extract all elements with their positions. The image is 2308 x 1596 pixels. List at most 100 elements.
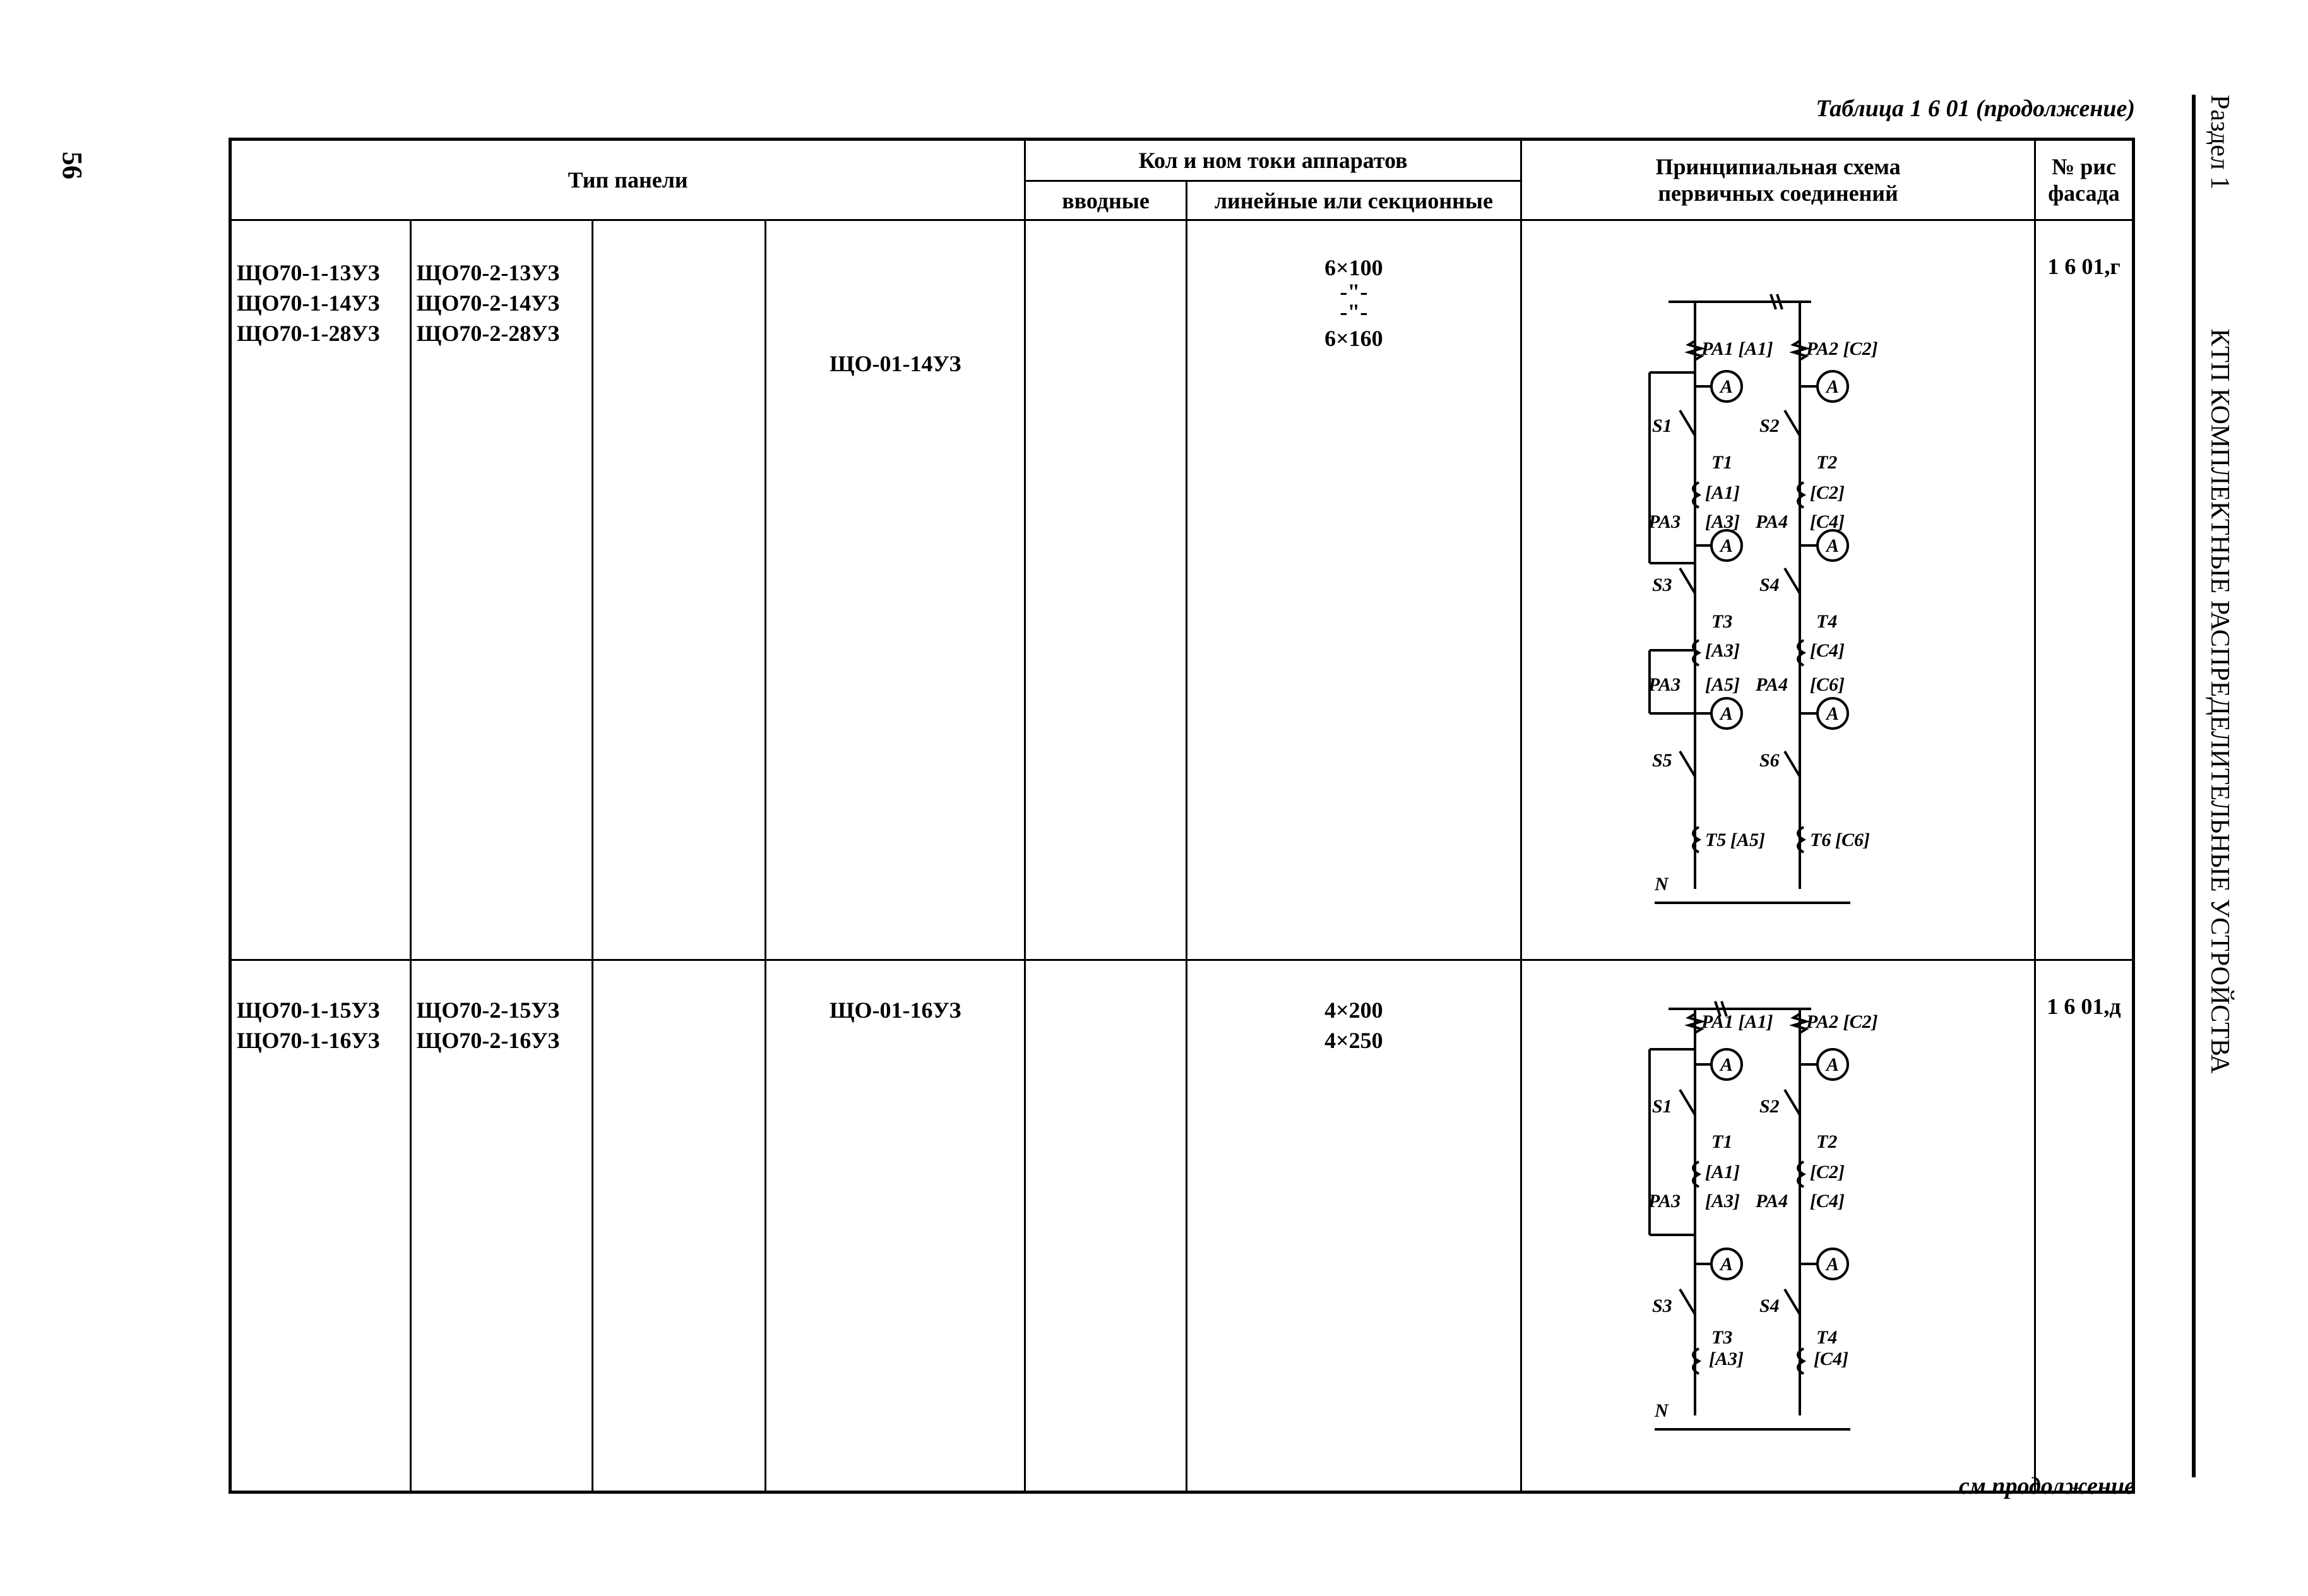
page-number: 56 bbox=[57, 152, 88, 179]
label-s5: S5 bbox=[1652, 750, 1672, 771]
label-t6: T6 bbox=[1810, 830, 1831, 850]
header-scheme: Принципиальная схема первичных соединени… bbox=[1520, 138, 2037, 221]
label-pa1: PA1 [A1] bbox=[1701, 338, 1773, 359]
panel-name: ЩО-01-16УЗ bbox=[830, 998, 961, 1023]
label-c6: [C6] bbox=[1810, 674, 1845, 695]
linear-cell: 6×100 -"- -"- 6×160 bbox=[1185, 219, 1523, 961]
ammeter-label: A bbox=[1719, 1254, 1733, 1275]
label-s3: S3 bbox=[1652, 575, 1672, 595]
empty-cell bbox=[591, 959, 767, 1493]
ammeter-label: A bbox=[1719, 1054, 1733, 1075]
scheme-cell: PA1 [A1] PA2 [C2] A A A A A A S1 S2 S3 S… bbox=[1520, 219, 2037, 961]
panel-code: ЩО70-1-15УЗ bbox=[237, 998, 380, 1023]
label-n: N bbox=[1654, 874, 1669, 895]
label-s4: S4 bbox=[1759, 1295, 1780, 1316]
label-t1: T1 bbox=[1711, 1131, 1732, 1152]
panel-code: ЩО70-1-28УЗ bbox=[237, 321, 380, 346]
label-a1: [A1] bbox=[1705, 1162, 1740, 1182]
header-scheme-line1: Принципиальная схема bbox=[1655, 154, 1901, 179]
label-pa1: PA1 [A1] bbox=[1701, 1011, 1773, 1032]
label-t1: T1 bbox=[1711, 452, 1732, 473]
label-t4: T4 bbox=[1816, 611, 1837, 632]
table-row: ЩО70-1-13УЗ ЩО70-1-14УЗ ЩО70-1-28УЗ ЩО70… bbox=[229, 219, 2134, 961]
label-pa3: PA3 bbox=[1648, 674, 1680, 695]
label-pa4: PA4 bbox=[1755, 511, 1788, 532]
empty-cell bbox=[591, 219, 767, 961]
label-s6: S6 bbox=[1759, 750, 1780, 771]
col2-cell: ЩО70-2-15УЗ ЩО70-2-16УЗ bbox=[409, 959, 593, 1493]
scheme-cell: PA1 [A1] PA2 [C2] A A A A S1 S2 S3 S4 T1… bbox=[1520, 959, 2037, 1493]
label-t4: T4 bbox=[1816, 1327, 1837, 1348]
label-c4: [C4] bbox=[1814, 1349, 1848, 1369]
ditto-mark: -"- bbox=[1340, 299, 1368, 325]
side-rule bbox=[2192, 95, 2196, 1477]
label-pa3: PA3 bbox=[1648, 1191, 1680, 1212]
label-s1: S1 bbox=[1652, 1096, 1672, 1117]
label-a5: [A5] bbox=[1705, 674, 1740, 695]
header-currents: Кол и ном токи аппаратов bbox=[1024, 138, 1523, 182]
label-s3: S3 bbox=[1652, 1295, 1672, 1316]
figure-ref: 1 6 01,д bbox=[2047, 994, 2121, 1019]
panel-name: ЩО-01-14УЗ bbox=[830, 351, 961, 376]
label-pa2: PA2 [C2] bbox=[1805, 1011, 1878, 1032]
label-pa4: PA4 bbox=[1755, 674, 1788, 695]
label-s2: S2 bbox=[1759, 415, 1780, 436]
ditto-mark: -"- bbox=[1340, 279, 1368, 304]
current-value: 6×100 bbox=[1324, 255, 1383, 280]
ammeter-label: A bbox=[1825, 1254, 1839, 1275]
specification-table: Тип панели Кол и ном токи аппаратов Прин… bbox=[229, 138, 2135, 1494]
label-c4: [C4] bbox=[1810, 511, 1845, 532]
label-c2: [C2] bbox=[1810, 482, 1845, 503]
label-a3: [A3] bbox=[1705, 640, 1740, 661]
panel-code: ЩО70-1-13УЗ bbox=[237, 260, 380, 285]
panel-cell: ЩО-01-16УЗ bbox=[764, 959, 1026, 1493]
label-t2: T2 bbox=[1816, 1131, 1837, 1152]
section-label: Раздел 1 bbox=[2205, 95, 2234, 190]
ammeter-label: A bbox=[1825, 703, 1839, 724]
ammeter-label: A bbox=[1825, 1054, 1839, 1075]
scheme-diagram-4: PA1 [A1] PA2 [C2] A A A A S1 S2 S3 S4 T1… bbox=[1648, 1001, 1878, 1431]
input-cell bbox=[1024, 959, 1187, 1493]
label-a3: [A3] bbox=[1709, 1349, 1744, 1369]
label-c4: [C4] bbox=[1810, 1191, 1845, 1212]
panel-code: ЩО70-2-13УЗ bbox=[416, 260, 560, 285]
current-value: 6×160 bbox=[1324, 326, 1383, 351]
current-value: 4×250 bbox=[1324, 1028, 1383, 1053]
ammeter-label: A bbox=[1825, 376, 1839, 397]
label-c6: [C6] bbox=[1835, 830, 1870, 850]
label-a3: [A3] bbox=[1705, 511, 1740, 532]
label-pa3: PA3 bbox=[1648, 511, 1680, 532]
label-pa2: PA2 [C2] bbox=[1805, 338, 1878, 359]
header-linear: линейные или секционные bbox=[1185, 180, 1523, 221]
label-c4: [C4] bbox=[1810, 640, 1845, 661]
table-row: ЩО70-1-15УЗ ЩО70-1-16УЗ ЩО70-2-15УЗ ЩО70… bbox=[229, 959, 2134, 1493]
label-c2: [C2] bbox=[1810, 1162, 1845, 1182]
current-value: 4×200 bbox=[1324, 998, 1383, 1023]
input-cell bbox=[1024, 219, 1187, 961]
label-a3: [A3] bbox=[1705, 1191, 1740, 1212]
label-a5: [A5] bbox=[1730, 830, 1765, 850]
label-t5: T5 bbox=[1705, 830, 1726, 850]
label-pa4: PA4 bbox=[1755, 1191, 1788, 1212]
label-t3: T3 bbox=[1711, 1327, 1732, 1348]
label-s4: S4 bbox=[1759, 575, 1780, 595]
header-figure: № рис фасада bbox=[2034, 138, 2134, 221]
panel-code: ЩО70-2-14УЗ bbox=[416, 290, 560, 316]
table-title: Таблица 1 6 01 (продолжение) bbox=[1816, 95, 2135, 122]
header-figure-line1: № рис bbox=[2052, 154, 2116, 179]
ammeter-label: A bbox=[1719, 535, 1733, 556]
header-figure-line2: фасада bbox=[2048, 181, 2120, 206]
ammeter-label: A bbox=[1719, 703, 1733, 724]
scheme-diagram-6: PA1 [A1] PA2 [C2] A A A A A A S1 S2 S3 S… bbox=[1648, 294, 1878, 904]
figure-ref: 1 6 01,г bbox=[2047, 254, 2121, 279]
label-s2: S2 bbox=[1759, 1096, 1780, 1117]
col1-cell: ЩО70-1-13УЗ ЩО70-1-14УЗ ЩО70-1-28УЗ bbox=[229, 219, 412, 961]
header-panel-type: Тип панели bbox=[229, 138, 1026, 221]
label-t3: T3 bbox=[1711, 611, 1732, 632]
ammeter-label: A bbox=[1825, 535, 1839, 556]
label-t2: T2 bbox=[1816, 452, 1837, 473]
side-header: Раздел 1 КТП КОМПЛЕКТНЫЕ РАСПРЕДЕЛИТЕЛЬН… bbox=[2204, 95, 2235, 1484]
linear-cell: 4×200 4×250 bbox=[1185, 959, 1523, 1493]
ammeter-label: A bbox=[1719, 376, 1733, 397]
label-a1: [A1] bbox=[1705, 482, 1740, 503]
